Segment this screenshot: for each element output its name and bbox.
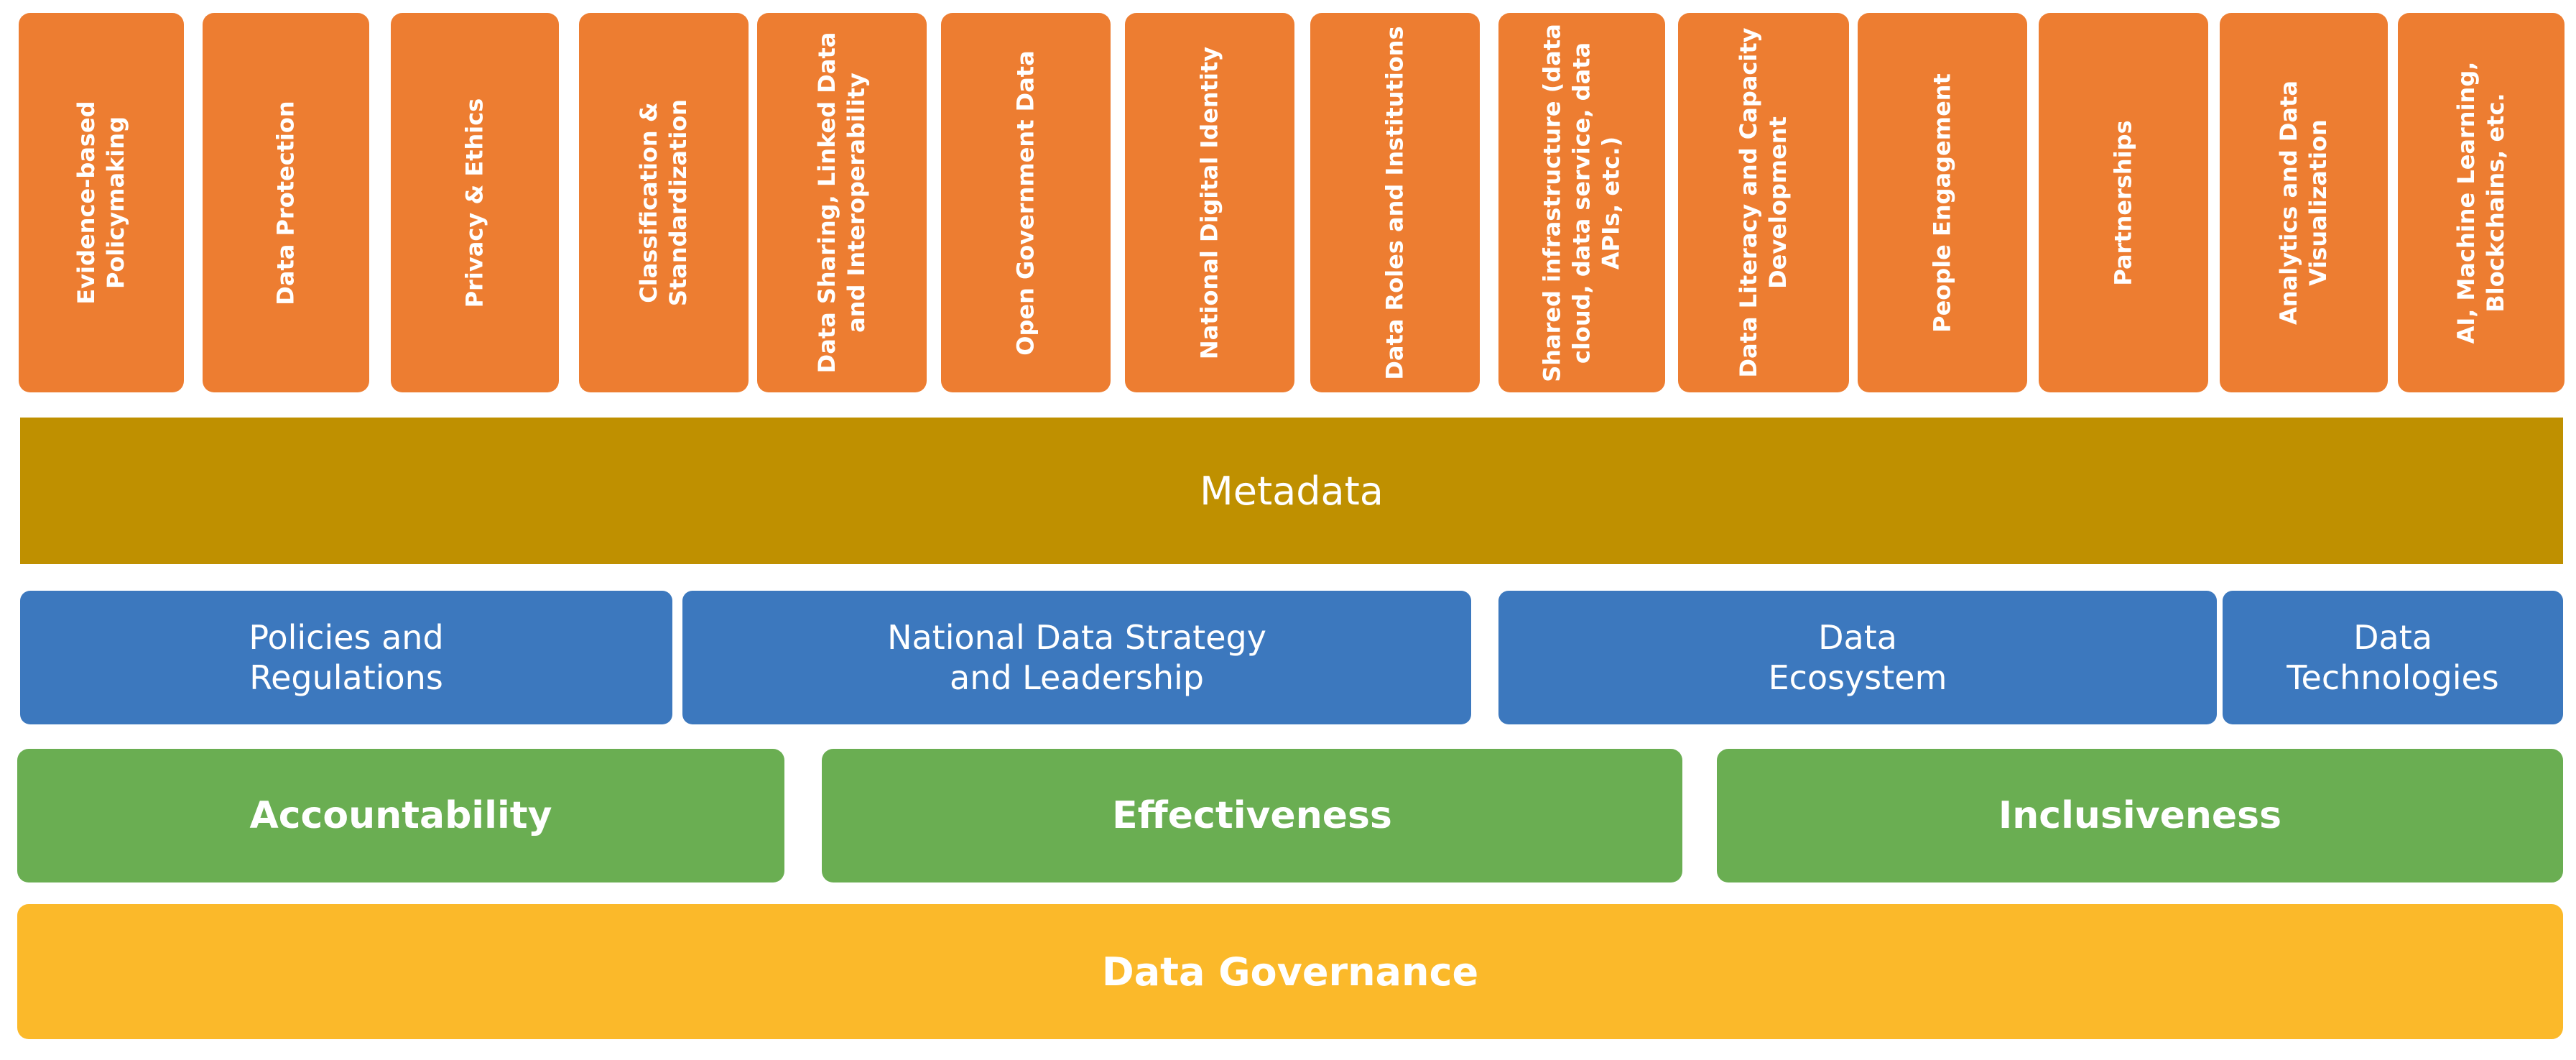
pillar-evidence-based-policymaking: Evidence-based Policymaking bbox=[19, 13, 184, 392]
data-governance-band: Data Governance bbox=[17, 904, 2563, 1039]
pillar-label: Shared infrastructure (data cloud, data … bbox=[1538, 23, 1625, 382]
pillar-label: Data Protection bbox=[272, 100, 300, 305]
pillar-open-government-data: Open Government Data bbox=[941, 13, 1111, 392]
enabler-label: Data Technologies bbox=[2287, 618, 2499, 697]
principle-inclusiveness: Inclusiveness bbox=[1717, 749, 2563, 882]
pillar-label: Privacy & Ethics bbox=[460, 98, 488, 308]
principle-effectiveness: Effectiveness bbox=[822, 749, 1682, 882]
pillar-people-engagement: People Engagement bbox=[1858, 13, 2027, 392]
enabler-national-data-strategy: National Data Strategy and Leadership bbox=[682, 591, 1471, 724]
pillar-label: Partnerships bbox=[2109, 119, 2137, 286]
principle-accountability: Accountability bbox=[17, 749, 784, 882]
pillar-data-roles-institutions: Data Roles and Institutions bbox=[1310, 13, 1480, 392]
pillar-national-digital-identity: National Digital Identity bbox=[1125, 13, 1294, 392]
pillar-analytics-visualization: Analytics and Data Visualization bbox=[2220, 13, 2388, 392]
enabler-label: National Data Strategy and Leadership bbox=[887, 618, 1266, 697]
pillar-shared-infrastructure: Shared infrastructure (data cloud, data … bbox=[1498, 13, 1665, 392]
pillar-privacy-ethics: Privacy & Ethics bbox=[391, 13, 559, 392]
metadata-label: Metadata bbox=[1200, 468, 1384, 514]
principle-label: Accountability bbox=[249, 794, 552, 837]
pillar-label: People Engagement bbox=[1928, 73, 1956, 333]
pillar-label: Data Literacy and Capacity Development bbox=[1735, 27, 1792, 378]
pillar-label: Evidence-based Policymaking bbox=[73, 101, 129, 305]
enabler-label: Data Ecosystem bbox=[1768, 618, 1947, 697]
enabler-data-ecosystem: Data Ecosystem bbox=[1498, 591, 2217, 724]
pillar-label: National Digital Identity bbox=[1195, 46, 1223, 359]
metadata-band: Metadata bbox=[20, 418, 2563, 564]
pillar-data-literacy-capacity: Data Literacy and Capacity Development bbox=[1678, 13, 1849, 392]
pillar-partnerships: Partnerships bbox=[2039, 13, 2208, 392]
pillar-ai-machine-learning: AI, Machine Learning, Blockchains, etc. bbox=[2398, 13, 2565, 392]
data-governance-label: Data Governance bbox=[1101, 949, 1479, 995]
enabler-policies-regulations: Policies and Regulations bbox=[20, 591, 672, 724]
pillar-label: Analytics and Data Visualization bbox=[2275, 80, 2332, 325]
pillar-classification-standardization: Classification & Standardization bbox=[579, 13, 749, 392]
principle-label: Inclusiveness bbox=[1998, 794, 2282, 837]
enabler-label: Policies and Regulations bbox=[249, 618, 444, 697]
pillar-label: Data Roles and Institutions bbox=[1381, 25, 1409, 380]
pillar-data-protection: Data Protection bbox=[203, 13, 369, 392]
pillar-label: AI, Machine Learning, Blockchains, etc. bbox=[2452, 61, 2509, 344]
pillar-data-sharing-interoperability: Data Sharing, Linked Data and Interopera… bbox=[757, 13, 927, 392]
enabler-data-technologies: Data Technologies bbox=[2223, 591, 2563, 724]
principle-label: Effectiveness bbox=[1112, 794, 1392, 837]
pillar-label: Open Government Data bbox=[1011, 50, 1039, 356]
pillar-label: Data Sharing, Linked Data and Interopera… bbox=[813, 32, 870, 374]
pillar-label: Classification & Standardization bbox=[635, 98, 692, 307]
